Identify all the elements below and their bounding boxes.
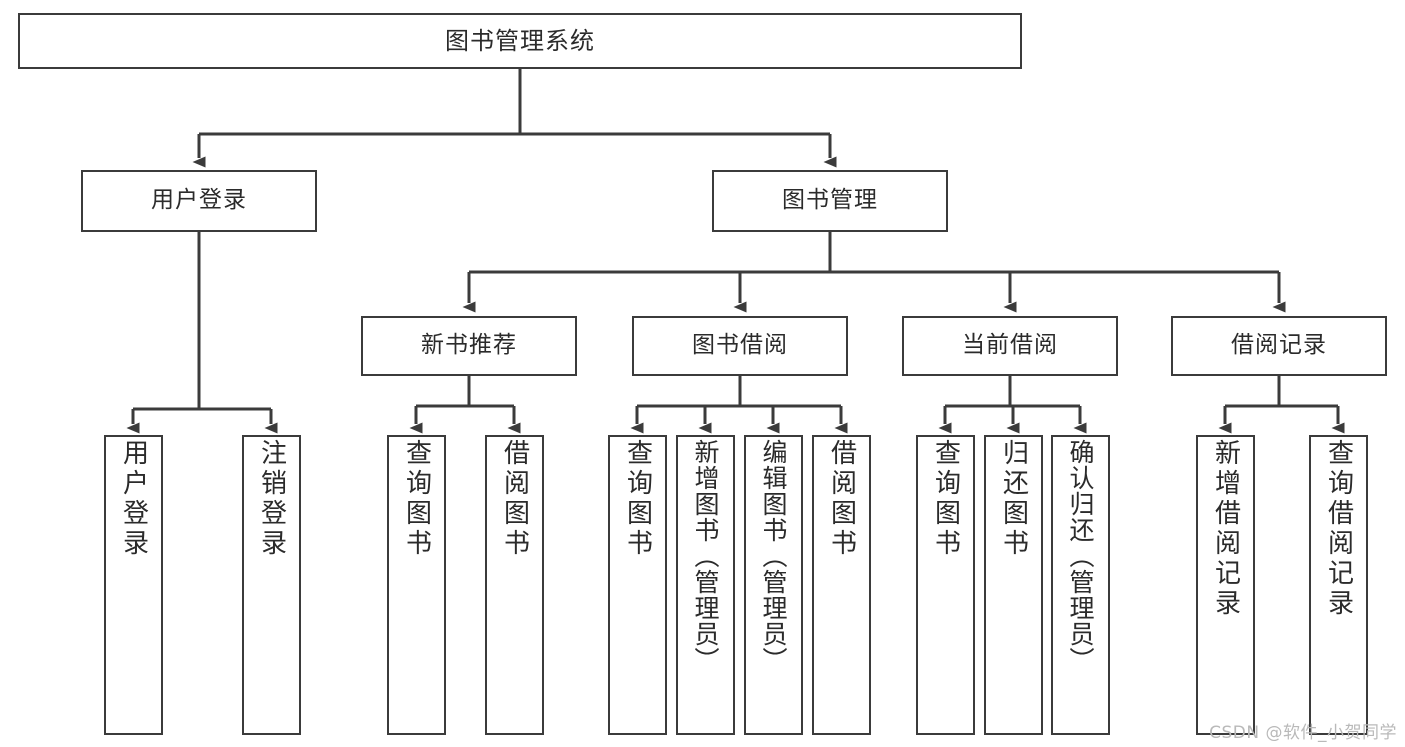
level3-node-3[interactable]: 当前借阅 [902,316,1118,376]
leaf-node-3[interactable]: 查询图书 [387,435,446,735]
node-label: 查询图书 [401,439,432,559]
node-label: 查询图书 [622,439,653,559]
watermark-text: CSDN @软件_小贺同学 [1209,723,1397,743]
level3-node-2[interactable]: 图书借阅 [632,316,848,376]
node-label: 借阅图书 [826,439,857,559]
leaf-node-6[interactable]: 新增图书（管理员） [676,435,735,735]
leaf-node-9[interactable]: 查询图书 [916,435,975,735]
root-node-book-management-system[interactable]: 图书管理系统 [18,13,1022,69]
leaf-node-2[interactable]: 注销登录 [242,435,301,735]
node-label: 图书管理 [782,187,878,214]
node-label: 确认归还（管理员） [1066,439,1095,673]
node-label: 查询图书 [930,439,961,559]
leaf-node-4[interactable]: 借阅图书 [485,435,544,735]
level3-node-4[interactable]: 借阅记录 [1171,316,1387,376]
node-label: 图书借阅 [692,332,788,359]
leaf-node-10[interactable]: 归还图书 [984,435,1043,735]
node-label: 新书推荐 [421,332,517,359]
node-label: 新增借阅记录 [1210,439,1241,619]
leaf-node-5[interactable]: 查询图书 [608,435,667,735]
leaf-node-1[interactable]: 用户登录 [104,435,163,735]
node-label: 图书管理系统 [445,26,595,55]
node-label: 新增图书（管理员） [691,439,720,673]
level3-node-1[interactable]: 新书推荐 [361,316,577,376]
leaf-node-7[interactable]: 编辑图书（管理员） [744,435,803,735]
node-label: 注销登录 [256,439,287,559]
level2-node-1[interactable]: 用户登录 [81,170,317,232]
node-label: 查询借阅记录 [1323,439,1354,619]
node-label: 编辑图书（管理员） [759,439,788,673]
node-label: 用户登录 [118,439,149,559]
level2-node-2[interactable]: 图书管理 [712,170,948,232]
node-label: 归还图书 [998,439,1029,559]
node-label: 借阅图书 [499,439,530,559]
leaf-node-13[interactable]: 查询借阅记录 [1309,435,1368,735]
node-label: 用户登录 [151,187,247,214]
leaf-node-12[interactable]: 新增借阅记录 [1196,435,1255,735]
node-label: 当前借阅 [962,332,1058,359]
node-label: 借阅记录 [1231,332,1327,359]
leaf-node-11[interactable]: 确认归还（管理员） [1051,435,1110,735]
leaf-node-8[interactable]: 借阅图书 [812,435,871,735]
